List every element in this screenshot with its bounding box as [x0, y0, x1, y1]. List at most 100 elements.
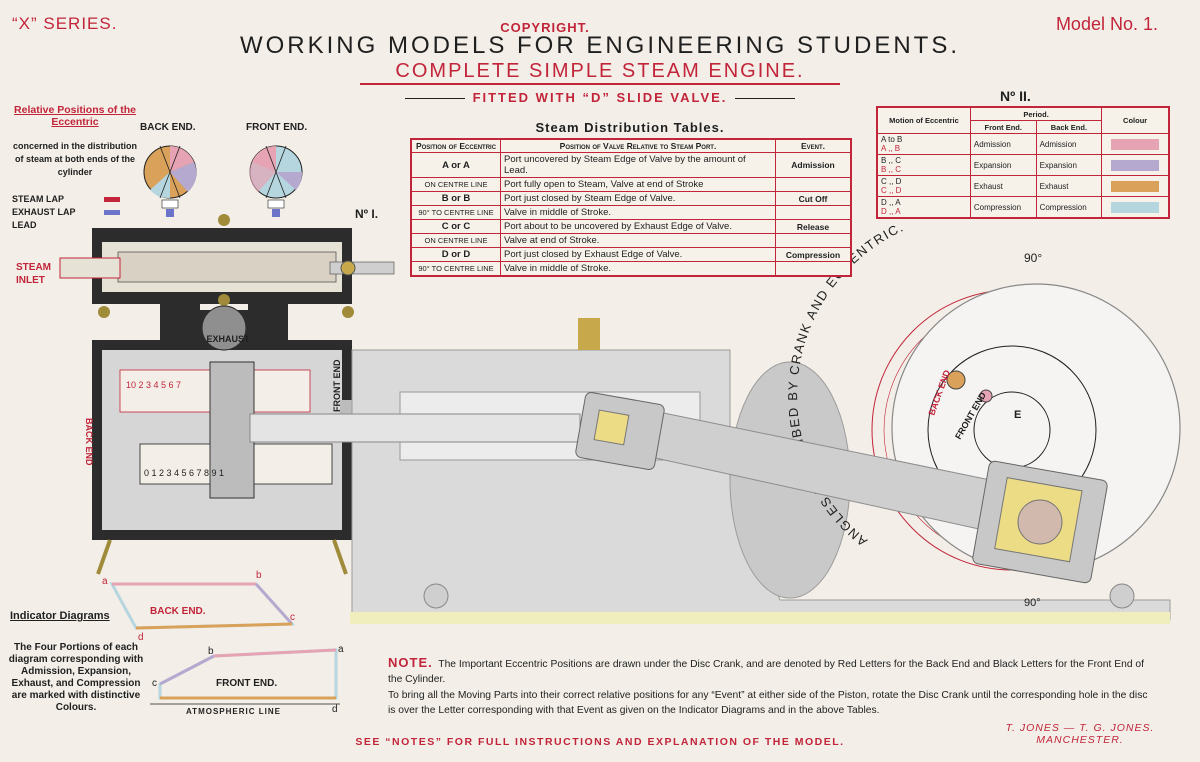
- deg-90-bottom: 90°: [1024, 597, 1041, 609]
- period-back-cell: Expansion: [1035, 154, 1103, 176]
- exhaust-label: EXHAUST: [206, 334, 250, 344]
- period-back-cell-text: Expansion: [1039, 160, 1077, 170]
- steam-event-cell: [775, 233, 851, 248]
- disc-e-label: E: [1014, 409, 1021, 421]
- steam-position-cell: A or A: [411, 152, 501, 178]
- steam-position-cell: C or C: [411, 219, 501, 234]
- connecting-rod[interactable]: [575, 392, 1108, 584]
- period-front-cell: Expansion: [969, 154, 1037, 176]
- steam-inlet-line2: INLET: [16, 275, 45, 286]
- colour-swatch: [1111, 180, 1160, 192]
- section-no-2: Nº II.: [1000, 88, 1031, 104]
- drain-cock-front[interactable]: [332, 539, 348, 575]
- steam-position-cell: D or D: [411, 247, 501, 262]
- period-back-cell-text: Admission: [1039, 139, 1077, 149]
- colour-swatch: [1111, 201, 1160, 213]
- steam-valve-cell: Port uncovered by Steam Edge of Valve by…: [500, 152, 776, 178]
- eccentric-back-end-label: BACK END.: [140, 122, 196, 133]
- letter-b-front: b: [208, 646, 214, 657]
- steam-position-cell: 90° TO CENTRE LINE: [411, 261, 501, 276]
- steam-position-cell: B or B: [411, 191, 501, 206]
- letter-c-back: c: [290, 612, 295, 623]
- period-motion-cell-text: B ,, C: [881, 156, 902, 165]
- period-motion-red: A ,, B: [881, 144, 901, 153]
- steam-col-event: Event.: [775, 139, 851, 153]
- steam-table-title: Steam Distribution Tables.: [535, 120, 725, 135]
- letter-a-front: a: [338, 644, 344, 655]
- indicator-front-end-label: FRONT END.: [216, 678, 277, 689]
- steam-event-cell: Release: [775, 219, 851, 234]
- period-table: Motion of Eccentric Period. Colour Front…: [876, 106, 1170, 219]
- eccentric-front-end-label: FRONT END.: [246, 122, 308, 133]
- steam-valve-cell: Port fully open to Steam, Valve at end o…: [500, 177, 776, 192]
- steam-col-position: Position of Eccentric: [411, 139, 501, 153]
- period-col-back: Back End.: [1035, 120, 1103, 134]
- indicator-diagram-back: [109, 582, 296, 630]
- model-number: Model No. 1.: [1055, 14, 1158, 34]
- note-box: NOTE. The Important Eccentric Positions …: [388, 655, 1148, 718]
- letter-b-back: b: [256, 570, 262, 581]
- period-front-cell: Exhaust: [969, 175, 1037, 197]
- fitted-label: FITTED WITH “D” SLIDE VALVE.: [390, 90, 810, 105]
- period-motion-red: D ,, A: [881, 207, 901, 216]
- period-back-cell-text: Compression: [1039, 202, 1087, 212]
- period-back-cell-text: Exhaust: [1039, 181, 1069, 191]
- steam-position-cell: ON CENTRE LINE: [411, 233, 501, 248]
- section-no-1: Nº I.: [355, 207, 378, 221]
- period-col-colour: Colour: [1101, 107, 1169, 134]
- steam-event-cell: [775, 205, 851, 220]
- steam-distribution-table: Position of Eccentric Position of Valve …: [410, 138, 852, 277]
- period-motion-cell-text: D ,, A: [881, 198, 901, 207]
- colour-swatch: [1111, 159, 1160, 171]
- disc-hole-front[interactable]: [979, 389, 993, 403]
- period-front-cell: Admission: [969, 133, 1037, 155]
- note-head: NOTE.: [388, 655, 433, 670]
- footer-instructions: SEE “NOTES” FOR FULL INSTRUCTIONS AND EX…: [355, 736, 845, 748]
- legend-lead: LEAD: [12, 220, 37, 230]
- maker-city: MANCHESTER.: [1036, 734, 1124, 746]
- period-colour-cell: [1101, 133, 1169, 155]
- legend-title: Relative Positions of the Eccentric: [14, 104, 136, 128]
- legend-steam-lap: STEAM LAP: [12, 194, 120, 204]
- note-line2: To bring all the Moving Parts into their…: [388, 690, 1148, 716]
- steam-event-cell: [775, 177, 851, 192]
- disc-hole-back[interactable]: [946, 370, 966, 390]
- period-col-front: Front End.: [969, 120, 1037, 134]
- steam-position-cell: 90° TO CENTRE LINE: [411, 205, 501, 220]
- steam-event-cell: [775, 261, 851, 276]
- maker-name: T. JONES — T. G. JONES.: [1005, 722, 1155, 734]
- legend-exhaust-lap: EXHAUST LAP: [12, 207, 120, 217]
- period-front-cell-text: Admission: [973, 139, 1011, 149]
- maker-block: T. JONES — T. G. JONES. MANCHESTER.: [980, 722, 1180, 746]
- exhaust-lap-label: EXHAUST LAP: [12, 207, 76, 217]
- eccentric-back-diagram: [143, 145, 197, 217]
- letter-a-back: a: [102, 576, 108, 587]
- period-colour-cell: [1101, 154, 1169, 176]
- steam-lap-label: STEAM LAP: [12, 194, 65, 204]
- drain-cock-back[interactable]: [96, 539, 112, 575]
- steam-col-valve: Position of Valve Relative to Steam Port…: [500, 139, 776, 153]
- indicator-diagram-front: [150, 648, 340, 705]
- page-subtitle: COMPLETE SIMPLE STEAM ENGINE.: [360, 60, 840, 85]
- period-colour-cell: [1101, 196, 1169, 218]
- steam-lap-swatch: [104, 197, 120, 202]
- period-back-cell: Compression: [1035, 196, 1103, 218]
- note-line1: The Important Eccentric Positions are dr…: [388, 659, 1144, 685]
- letter-c-front: c: [152, 678, 157, 689]
- series-label: “X” SERIES.: [12, 14, 118, 33]
- period-motion-red: B ,, C: [881, 165, 902, 174]
- period-front-cell-text: Expansion: [973, 160, 1012, 170]
- exhaust-lap-swatch: [104, 210, 120, 215]
- steam-valve-cell: Valve in middle of Stroke.: [500, 205, 776, 220]
